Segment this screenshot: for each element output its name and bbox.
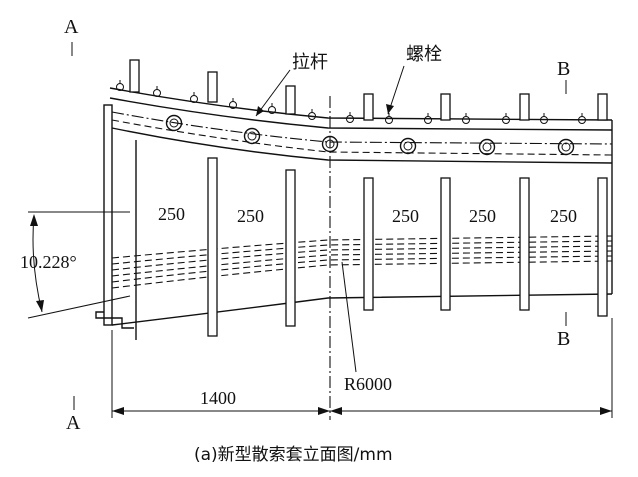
section-a-bottom-label: A: [66, 412, 81, 434]
panel-width-label: 250: [237, 206, 264, 226]
angle-arrow-bottom: [36, 300, 44, 312]
top-flange-line: [109, 97, 613, 131]
section-b-bottom-label: B: [557, 328, 571, 350]
bolt-label: 螺栓: [406, 44, 442, 65]
web-stiffener: [285, 169, 296, 327]
radius-leader: [341, 261, 357, 373]
top-stiffener: [519, 93, 530, 121]
top-stiffener: [129, 59, 140, 93]
top-outer-line: [109, 87, 613, 121]
length-label: 1400: [200, 388, 236, 408]
bottom-edge-line: [111, 293, 613, 326]
top-inner-line: [111, 127, 613, 164]
panel-width-label: 250: [392, 206, 419, 226]
web-stiffener: [363, 177, 374, 311]
section-b-top-label: B: [557, 58, 571, 80]
top-stiffener: [285, 85, 296, 115]
top-stiffener: [207, 71, 218, 103]
tie-rod-arrowhead: [256, 106, 264, 116]
tie-rod-leader: [255, 69, 291, 117]
panel-width-label: 250: [550, 206, 577, 226]
tie-rod-label: 拉杆: [292, 52, 328, 73]
web-stiffener: [440, 177, 451, 311]
tie-rod-row: [165, 114, 575, 156]
top-stiffener: [597, 93, 608, 121]
left-end-wall: [103, 104, 113, 326]
left-end-foot: [95, 311, 134, 329]
section-a-top-label: A: [64, 16, 79, 38]
top-stiffener: [363, 93, 374, 121]
angle-ext-bottom: [27, 295, 131, 319]
radius-label: R6000: [344, 374, 393, 394]
figure-caption: (a)新型散索套立面图/mm: [194, 445, 393, 465]
panel-width-label: 250: [158, 204, 185, 224]
top-stiffener: [440, 93, 451, 121]
top-inner-dashed: [111, 119, 613, 156]
bolt-row: [116, 80, 586, 124]
web-stiffener: [519, 177, 530, 311]
angle-label: 10.228°: [20, 252, 77, 272]
bolt-arrowhead: [386, 104, 394, 114]
web-stiffener: [207, 157, 218, 337]
panel-width-label: 250: [469, 206, 496, 226]
web-stiffener: [597, 177, 608, 317]
rod-center-line: [111, 111, 613, 145]
angle-arrow-top: [30, 214, 38, 226]
